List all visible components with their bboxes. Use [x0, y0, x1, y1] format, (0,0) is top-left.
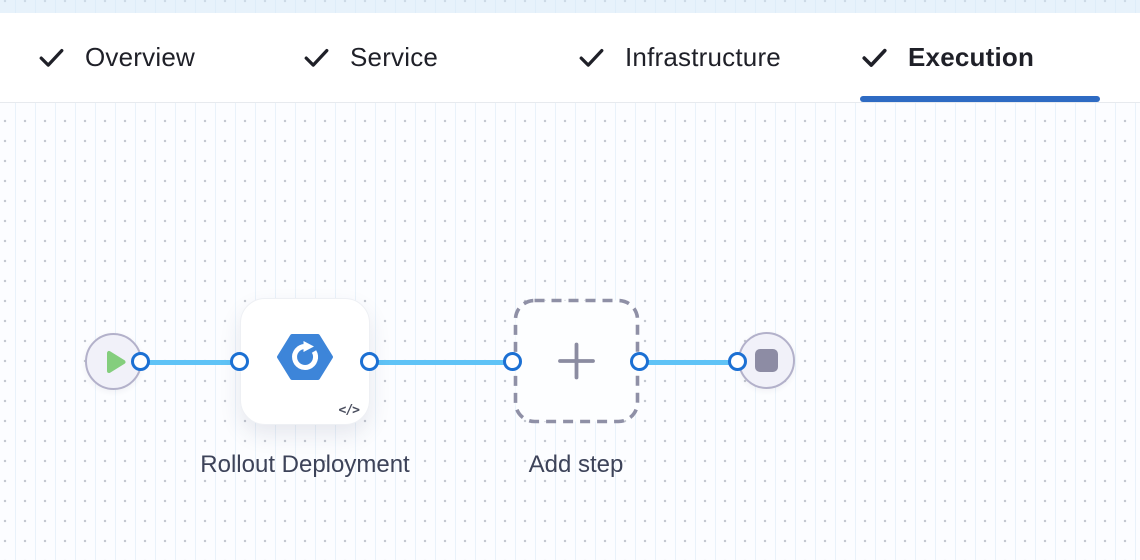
code-badge-icon: </>: [338, 403, 361, 418]
add-step-node[interactable]: [513, 298, 640, 424]
active-tab-underline: [860, 96, 1100, 102]
step-node-rollout-deployment[interactable]: </>: [240, 298, 370, 425]
connector-addstep-out[interactable]: [630, 352, 649, 371]
connector-start-out[interactable]: [131, 352, 150, 371]
add-step-dashed-border: [513, 298, 640, 424]
rollout-deployment-hexagon-icon: [277, 334, 333, 380]
play-icon: [107, 350, 126, 373]
connector-step-in[interactable]: [230, 352, 249, 371]
end-node[interactable]: [738, 332, 795, 389]
top-canvas-strip: [0, 0, 1140, 13]
check-icon: [304, 48, 329, 67]
add-step-label: Add step: [528, 451, 624, 478]
tab-label: Service: [350, 42, 439, 72]
connector-addstep-in[interactable]: [503, 352, 522, 371]
tab-service[interactable]: Service: [302, 13, 438, 102]
check-icon: [862, 48, 887, 67]
link-step-to-addstep: [370, 360, 514, 365]
step-label-rollout-deployment: Rollout Deployment: [200, 451, 410, 478]
connector-step-out[interactable]: [360, 352, 379, 371]
tab-label: Overview: [85, 42, 195, 72]
check-icon: [39, 48, 64, 67]
start-node[interactable]: [85, 333, 142, 390]
tab-label: Execution: [908, 42, 1035, 72]
tab-overview[interactable]: Overview: [37, 13, 195, 102]
tab-infrastructure[interactable]: Infrastructure: [577, 13, 781, 102]
link-addstep-to-end: [640, 360, 739, 365]
check-icon: [579, 48, 604, 67]
tab-execution[interactable]: Execution: [860, 13, 1034, 102]
link-start-to-step: [141, 360, 241, 365]
connector-end-in[interactable]: [728, 352, 747, 371]
plus-icon: [558, 342, 595, 380]
stage-tab-bar: Overview Service Infrastructure Executio…: [0, 13, 1140, 103]
stop-icon: [755, 349, 778, 372]
tab-label: Infrastructure: [625, 42, 781, 72]
